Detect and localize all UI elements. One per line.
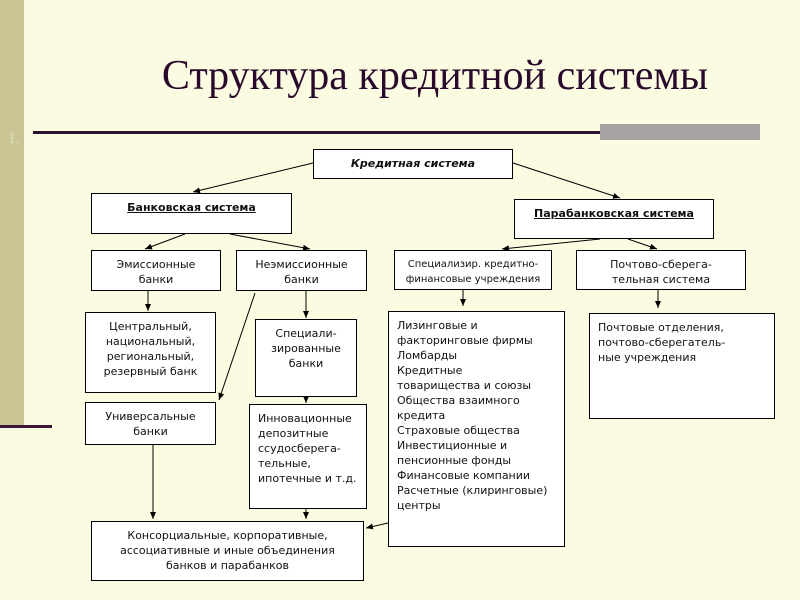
- arrow: [218, 292, 256, 401]
- node-specialized-banks: Специали- зированные банки: [255, 319, 357, 397]
- node-central-banks: Центральный, национальный, региональный,…: [85, 312, 216, 393]
- node-parabanking-system: Парабанковская система: [514, 199, 714, 239]
- arrow: [192, 162, 314, 194]
- list-number: 1.: [8, 130, 20, 147]
- node-leasing-list: Лизинговые и факторинговые фирмы Ломбард…: [388, 311, 565, 547]
- node-emission-banks: Эмиссионные банки: [91, 250, 221, 291]
- node-consortium: Консорциальные, корпоративные, ассоциати…: [91, 521, 364, 581]
- sidebar-divider: [0, 425, 52, 428]
- arrow: [501, 238, 601, 252]
- arrow: [144, 233, 186, 250]
- node-banking-system: Банковская система: [91, 193, 292, 234]
- arrow: [512, 162, 621, 199]
- node-label: Кредитная система: [350, 157, 476, 170]
- node-universal-banks: Универсальные банки: [85, 402, 216, 445]
- node-postal-savings-system: Почтово-сберега- тельная система: [576, 250, 746, 290]
- node-specialized-financial: Специализир. кредитно- финансовые учрежд…: [394, 250, 552, 290]
- sidebar-decoration: [0, 0, 24, 426]
- arrow: [229, 233, 311, 251]
- node-label: Парабанковская система: [534, 207, 694, 220]
- title-rule: [33, 131, 760, 134]
- slide-title: Структура кредитной системы: [161, 53, 709, 99]
- node-nonemission-banks: Неэмиссионные банки: [236, 250, 367, 291]
- title-accent-bar: [600, 124, 760, 140]
- arrow: [365, 522, 389, 530]
- node-credit-system: Кредитная система: [313, 149, 513, 179]
- node-postal-offices: Почтовые отделения, почтово-сберегатель-…: [589, 313, 775, 419]
- node-label: Банковская система: [127, 201, 256, 214]
- node-innovation-banks: Инновационные депозитные ссудосберега- т…: [249, 404, 367, 509]
- arrow: [627, 238, 658, 250]
